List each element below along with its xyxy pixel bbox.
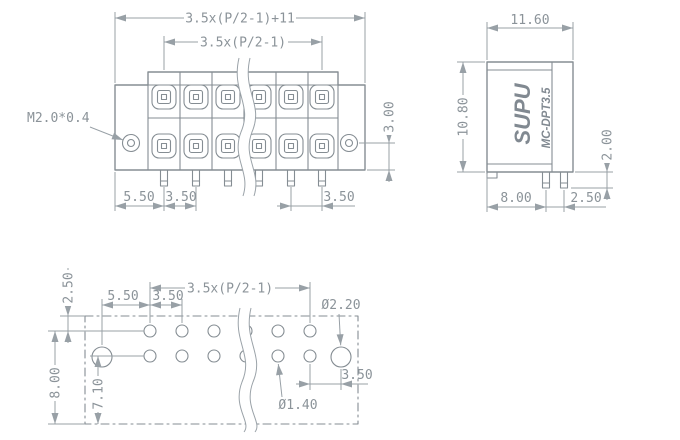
side-dimensions: 11.60 10.80 2.00 8.00 2.50 xyxy=(456,13,616,212)
dim-front-to-pin: 8.00 xyxy=(500,191,531,206)
svg-text:2.50: 2.50 xyxy=(62,272,77,303)
dim-hole-pitch: 3.50 xyxy=(152,289,183,304)
connector-body-front xyxy=(114,57,366,197)
pin-holes-row1 xyxy=(143,324,317,338)
dim-end-pitch: 3.50 xyxy=(323,190,354,205)
pin-holes-row2 xyxy=(143,349,317,363)
footprint-outline xyxy=(84,307,359,433)
svg-text:8.00: 8.00 xyxy=(49,367,64,398)
break-lines-footprint xyxy=(237,307,258,433)
dim-height: 10.80 xyxy=(456,95,472,139)
footprint-view: 3.5x(P/2-1) 5.50 3.50 2.50 8.00 7.10 Ø2.… xyxy=(48,268,373,433)
footprint-dimensions: 3.5x(P/2-1) 5.50 3.50 2.50 8.00 7.10 Ø2.… xyxy=(48,268,373,425)
dim-edge-offset: 2.50 xyxy=(61,270,77,306)
dim-row-offset: 7.10 xyxy=(91,376,107,412)
thread-label: M2.0*0.4 xyxy=(27,111,90,126)
dim-depth: 11.60 xyxy=(510,13,549,28)
svg-text:3.00: 3.00 xyxy=(383,101,398,132)
break-lines-front xyxy=(236,57,257,197)
model-text: MC-DPT3.5 xyxy=(541,87,553,148)
brand-text: SUPU xyxy=(510,82,535,144)
svg-text:SUPU: SUPU xyxy=(510,82,535,144)
side-view: SUPU MC-DPT3.5 xyxy=(456,13,616,212)
dim-outline-height: 8.00 xyxy=(48,365,64,401)
pin-hole-diameter-label: Ø1.40 xyxy=(278,398,317,413)
svg-text:7.10: 7.10 xyxy=(92,378,107,409)
connector-body-side: SUPU MC-DPT3.5 xyxy=(486,61,574,189)
dim-overall-width: 3.5x(P/2-1)+11 xyxy=(184,11,296,27)
dim-hole-span: 3.5x(P/2-1) xyxy=(185,281,275,297)
dim-pin-row-spacing: 2.50 xyxy=(570,191,601,206)
dim-contact-span: 3.5x(P/2-1) xyxy=(198,35,288,51)
standoff-foot xyxy=(486,171,498,179)
front-view: 3.5x(P/2-1)+11 3.5x(P/2-1) M2.0*0.4 3.00… xyxy=(27,11,398,211)
svg-text:2.00: 2.00 xyxy=(601,129,616,160)
svg-text:10.80: 10.80 xyxy=(457,97,472,136)
svg-text:3.5x(P/2-1): 3.5x(P/2-1) xyxy=(200,36,286,51)
dim-edge-to-pin: 5.50 xyxy=(123,190,154,205)
dim-pitch: 3.50 xyxy=(165,190,196,205)
solder-pins-side xyxy=(541,171,569,189)
dim-pin-length: 2.00 xyxy=(600,127,616,163)
svg-text:MC-DPT3.5: MC-DPT3.5 xyxy=(541,87,553,148)
dim-mount-to-hole: 5.50 xyxy=(107,289,138,304)
front-dimensions: 3.5x(P/2-1)+11 3.5x(P/2-1) M2.0*0.4 3.00… xyxy=(27,11,398,211)
svg-text:3.5x(P/2-1)+11: 3.5x(P/2-1)+11 xyxy=(185,12,295,27)
mount-hole-diameter-label: Ø2.20 xyxy=(321,298,360,313)
dim-last-to-mount: 3.50 xyxy=(341,368,372,383)
svg-text:3.5x(P/2-1): 3.5x(P/2-1) xyxy=(187,282,273,297)
dim-hole-to-bottom: 3.00 xyxy=(382,99,398,135)
